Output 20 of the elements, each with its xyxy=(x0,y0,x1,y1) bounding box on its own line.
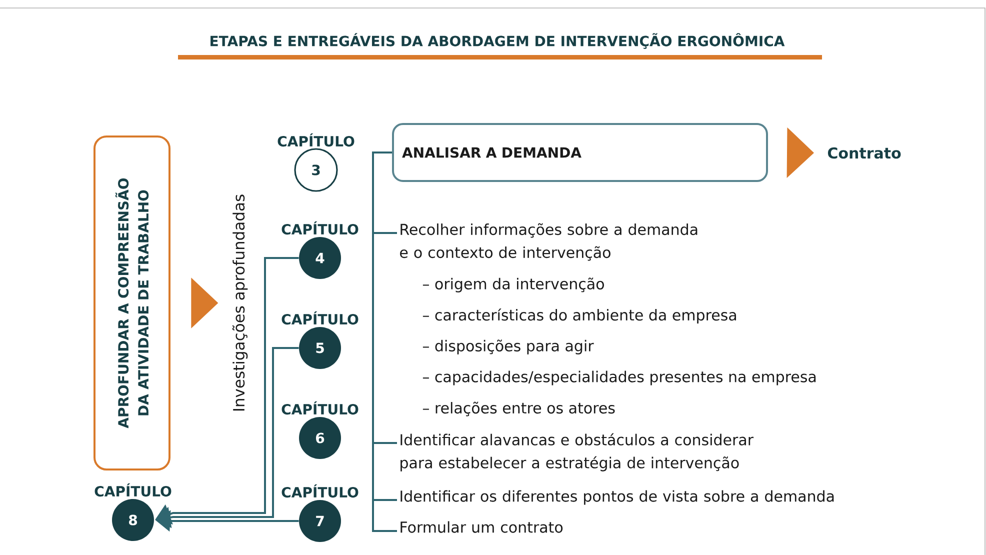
chapter-label: CAPÍTULO xyxy=(94,483,172,497)
sub-item-text: – disposições para agir xyxy=(422,340,594,354)
side-text: Investigações aprofundadas xyxy=(232,194,248,411)
chapter-label: CAPÍTULO xyxy=(282,401,358,415)
chapter-label: CAPÍTULO xyxy=(282,221,358,235)
title: ETAPAS E ENTREGÁVEIS DA ABORDAGEM DE INTERVENÇÃO ERGONÔMICA xyxy=(210,33,785,49)
sub-item-text: – relações entre os atores xyxy=(422,402,615,416)
step-text: Recolher informações sobre a demanda e o contexto de intervenção xyxy=(400,223,698,261)
sub-item-text: – características do ambiente da empresa xyxy=(422,308,736,324)
chapter-label: CAPÍTULO xyxy=(278,133,354,147)
chapter-label: CAPÍTULO xyxy=(282,484,358,498)
stage-box: ANALISAR A DEMANDA xyxy=(392,123,768,182)
sub-item-text: – capacidades/especialidades presentes na empresa xyxy=(422,370,816,386)
step-text: Formular um contrato xyxy=(400,521,563,533)
step-text: Identificar os diferentes pontos de vista sobre a demanda xyxy=(400,490,834,505)
stage-box: APROFUNDAR A COMPREENSÃO DA ATIVIDADE DE TRABALHO xyxy=(94,136,170,470)
sub-item-text: – origem da intervenção xyxy=(422,278,604,292)
step-text: Identificar alavancas e obstáculos a considerar para estabelecer a estratégia de intervenção xyxy=(400,433,754,472)
chapter-label: CAPÍTULO xyxy=(282,311,358,325)
deliverable-text: Contrato xyxy=(828,147,901,159)
